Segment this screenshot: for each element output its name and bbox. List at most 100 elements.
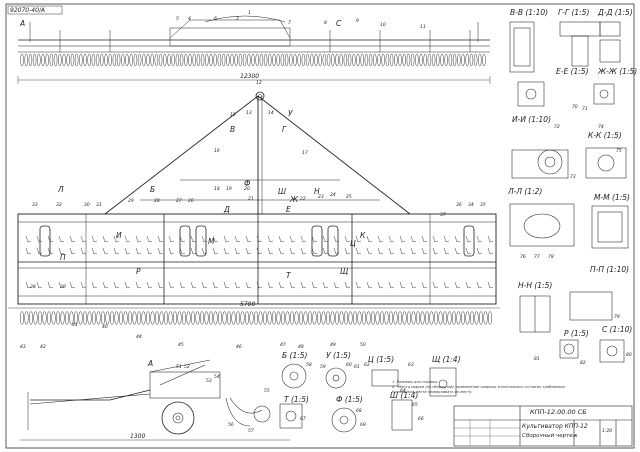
disc-blade: [361, 311, 367, 325]
cultivator-tine: [487, 235, 494, 243]
disc-blade: [37, 53, 41, 67]
cultivator-tine: [465, 247, 472, 255]
cultivator-tine: [410, 281, 417, 289]
cultivator-tine: [421, 247, 428, 255]
disc-blade: [192, 53, 196, 67]
disc-blade: [118, 311, 124, 325]
view-mark: Б: [150, 185, 156, 194]
cultivator-tine: [267, 235, 274, 243]
detail-views: [509, 21, 629, 363]
disc-blade: [172, 311, 178, 325]
disc-blade: [366, 311, 371, 325]
item-number: 76: [520, 255, 526, 260]
disc-blade: [69, 311, 74, 325]
item-number: 55: [264, 389, 270, 394]
disc-blade: [141, 311, 146, 325]
disc-blade: [375, 311, 380, 325]
disc-blade: [398, 53, 402, 67]
cultivator-tine: [289, 235, 296, 243]
disc-blade: [83, 53, 87, 67]
disc-blade: [263, 53, 268, 67]
disc-blade: [307, 311, 313, 325]
disc-blade: [74, 53, 79, 67]
cultivator-tine: [146, 235, 153, 243]
cultivator-tine: [432, 281, 439, 289]
cultivator-tine: [80, 247, 87, 255]
disc-blade: [240, 311, 245, 325]
disc-blade: [259, 53, 264, 67]
disc-blade: [96, 311, 101, 325]
cultivator-tine: [234, 281, 241, 289]
item-number: 5: [176, 17, 179, 22]
cultivator-tine: [421, 235, 428, 243]
disc-blade: [199, 311, 205, 325]
item-number: 43: [20, 345, 26, 350]
disc-blade: [105, 311, 110, 325]
cultivator-tine: [102, 235, 109, 243]
disc-blade: [402, 311, 407, 325]
disc-blade: [294, 311, 299, 325]
cultivator-tine: [124, 235, 131, 243]
disc-blade: [217, 311, 223, 325]
disc-blade: [196, 53, 201, 67]
disc-blade: [60, 311, 65, 325]
cultivator-tine: [124, 281, 131, 289]
cultivator-tine: [157, 247, 164, 255]
cultivator-tine: [366, 281, 373, 289]
cultivator-tine: [179, 235, 186, 243]
disc-blade: [272, 53, 276, 67]
dimension-side-length: 1300: [130, 433, 146, 440]
disc-blade: [415, 311, 421, 325]
disc-blade: [137, 53, 142, 67]
view-mark: Е: [286, 205, 291, 214]
note-line: 2. *Места сварки (по сборочной): примене…: [392, 385, 565, 389]
cultivator-tine: [25, 247, 32, 255]
cultivator-tine: [58, 247, 65, 255]
disc-blade: [213, 53, 217, 67]
item-number: 20: [244, 187, 250, 192]
disc-blade: [91, 311, 97, 325]
disc-blade: [188, 53, 192, 67]
disc-blade: [28, 53, 33, 67]
disc-blade: [474, 311, 479, 325]
cultivator-tine: [454, 281, 461, 289]
cultivator-tine: [113, 281, 120, 289]
disc-blade: [114, 311, 119, 325]
cultivator-tine: [190, 281, 197, 289]
cultivator-tine: [377, 247, 384, 255]
disc-blade: [163, 311, 169, 325]
note-line: 1. Размеры для справок.: [392, 380, 439, 384]
disc-blade: [123, 311, 128, 325]
cultivator-tine: [278, 235, 285, 243]
disc-blade: [208, 311, 214, 325]
disc-blade: [150, 311, 155, 325]
cultivator-tine: [410, 247, 417, 255]
disc-blade: [322, 53, 327, 67]
cultivator-tine: [91, 281, 98, 289]
disc-blade: [195, 311, 200, 325]
cultivator-tine: [432, 247, 439, 255]
disc-blade: [406, 53, 411, 67]
section-title: Р (1:5): [564, 329, 589, 338]
disc-blade: [55, 311, 61, 325]
disc-blade: [289, 311, 295, 325]
disc-blade: [234, 53, 238, 67]
disc-blade: [314, 53, 318, 67]
corner-stamp-box: [7, 5, 63, 15]
item-number: 39: [60, 285, 66, 290]
disc-blade: [58, 53, 62, 67]
cultivator-tine: [190, 247, 197, 255]
view-mark: П: [60, 253, 66, 262]
disc-blade: [343, 311, 349, 325]
disc-blade: [146, 53, 150, 67]
cultivator-tine: [245, 247, 252, 255]
cultivator-tine: [135, 281, 142, 289]
disc-blade: [457, 53, 461, 67]
cultivator-tine: [322, 247, 329, 255]
view-mark: Ф: [244, 179, 251, 188]
cultivator-tine: [388, 281, 395, 289]
cultivator-tine: [322, 235, 329, 243]
cultivator-tine: [355, 281, 362, 289]
disc-blade: [431, 53, 436, 67]
disc-blade: [276, 311, 281, 325]
